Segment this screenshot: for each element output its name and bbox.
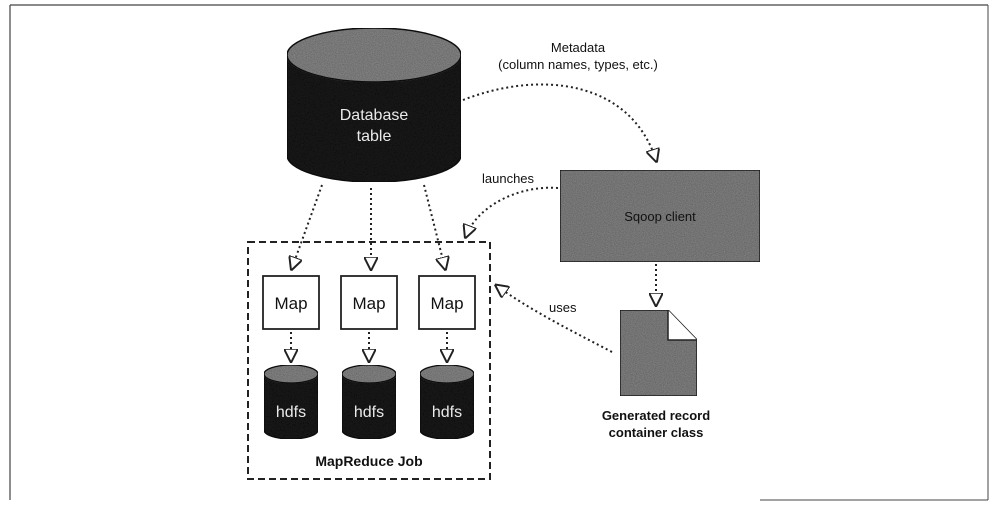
sqoop-client-label: Sqoop client	[624, 209, 696, 224]
map-label: Map	[430, 294, 463, 313]
launches-arrow	[466, 186, 559, 236]
db-to-map1-arrow	[292, 184, 323, 268]
hdfs-label: hdfs	[354, 404, 384, 421]
sqoop-client-box: Sqoop client	[559, 169, 761, 263]
metadata-label-line2: (column names, types, etc.)	[498, 57, 658, 72]
launches-label: launches	[482, 171, 535, 186]
map-box: Map	[418, 275, 476, 330]
database-table-cylinder: Database table	[286, 27, 462, 183]
uses-label: uses	[549, 300, 577, 315]
database-label-line2: table	[357, 128, 392, 145]
uses-arrow	[497, 286, 613, 353]
mapreduce-job-title: MapReduce Job	[315, 453, 422, 469]
hdfs-label: hdfs	[276, 404, 306, 421]
metadata-label-line1: Metadata	[551, 40, 606, 55]
hdfs-label: hdfs	[432, 404, 462, 421]
map-label: Map	[274, 294, 307, 313]
hdfs-cylinder: hdfs	[341, 364, 397, 440]
generated-class-label-line1: Generated record	[602, 408, 710, 423]
db-to-map3-arrow	[423, 184, 445, 268]
map-box: Map	[262, 275, 320, 330]
generated-class-document	[619, 309, 698, 397]
metadata-arrow	[462, 83, 656, 160]
hdfs-cylinder: hdfs	[419, 364, 475, 440]
database-label-line1: Database	[340, 107, 409, 124]
map-label: Map	[352, 294, 385, 313]
hdfs-cylinder: hdfs	[263, 364, 319, 440]
mapreduce-job-boundary	[247, 241, 491, 480]
generated-class-label-line2: container class	[609, 425, 704, 440]
map-box: Map	[340, 275, 398, 330]
